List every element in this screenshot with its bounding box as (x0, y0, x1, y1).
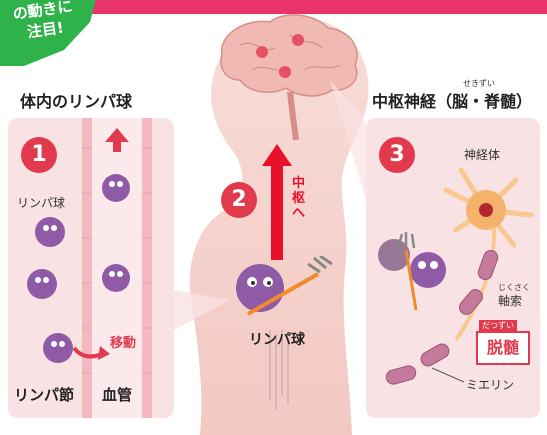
demyelination-label: 脱髄 (476, 331, 530, 365)
axon-label: 軸索 (498, 292, 522, 309)
myelin-label: ミエリン (466, 376, 514, 393)
demyelination-ruby: だつずい (479, 320, 517, 331)
myelin-pointer (430, 366, 470, 386)
